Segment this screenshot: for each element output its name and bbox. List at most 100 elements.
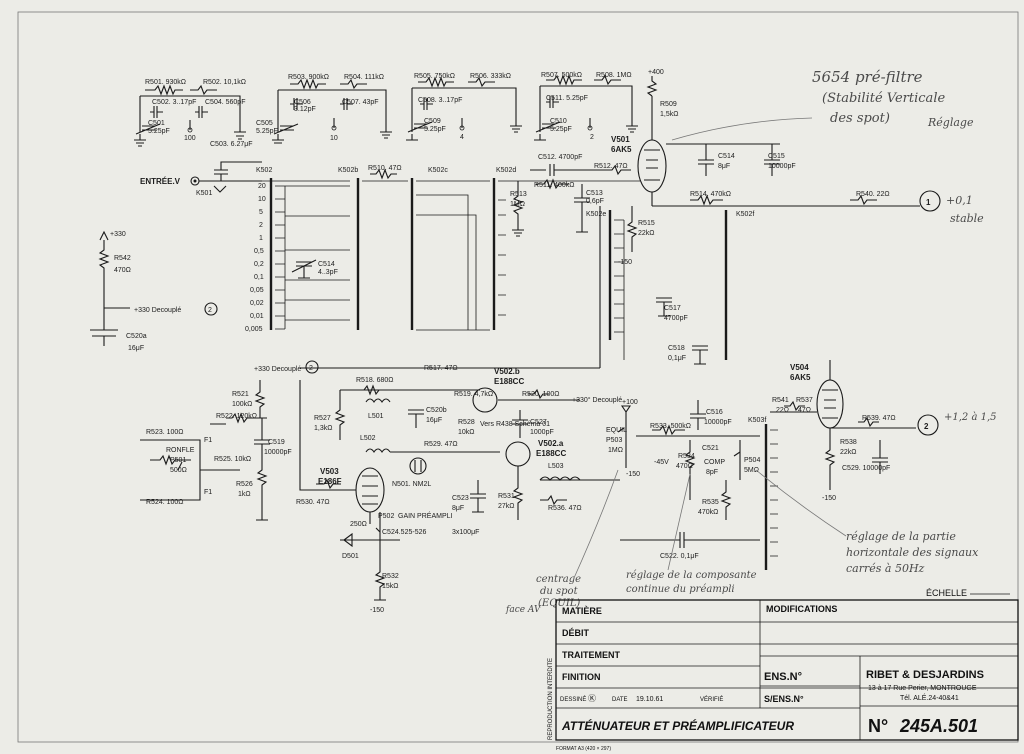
k502d-label: K502d <box>496 167 516 174</box>
r532-value: 15kΩ <box>382 583 399 590</box>
switch-deck-k502d: K502d <box>492 167 640 330</box>
r512-label: R512. 47Ω <box>594 163 628 170</box>
p504-label: P504 <box>744 457 760 464</box>
sw-pos-005: 0,05 <box>250 287 264 294</box>
r531-value: 27kΩ <box>498 503 515 510</box>
drawing-number-label: N° <box>868 716 888 736</box>
c519-label: C519 <box>268 439 285 446</box>
r510-label: R510. 47Ω <box>368 165 402 172</box>
r506-label: R506. 333kΩ <box>470 73 511 80</box>
r521-label: R521 <box>232 391 249 398</box>
r504-label: R504. 111kΩ <box>344 74 384 81</box>
d501-label: D501 <box>342 553 359 560</box>
node-4-label: 4 <box>460 134 464 141</box>
format-label: FORMAT A3 (420 × 297) <box>556 746 611 752</box>
echelle-label: ÉCHELLE <box>926 588 967 598</box>
node-100-label: 100 <box>184 135 196 142</box>
switch-deck-k502b: K502b R510. 47Ω <box>262 165 408 330</box>
c514-trim-value: 4..3pF <box>318 269 338 276</box>
sheet-border <box>17 11 1019 743</box>
sw-pos-0005: 0,005 <box>245 326 263 333</box>
r520-label: R520. 100Ω <box>522 391 560 398</box>
title-block: ÉCHELLE MATIÈRE DÉBIT TRAITEMENT FINITIO… <box>548 588 1019 752</box>
attenuator-cell-2: R503. 900kΩ R504. 111kΩ C506 3.12pF C507… <box>256 74 392 144</box>
r519-label: R519. 4,7kΩ <box>454 391 493 398</box>
p502-value: 250Ω <box>350 521 367 528</box>
v501-type: 6AK5 <box>611 145 632 154</box>
debit-label: DÉBIT <box>562 628 590 638</box>
c502-label: C502. 3..17pF <box>152 99 196 106</box>
note-reglage-partie: réglage de la partie <box>846 530 956 543</box>
v504-type: 6AK5 <box>790 373 811 382</box>
k501-label: K501 <box>196 190 212 197</box>
reproduction-notice: REPRODUCTION INTERDITE <box>548 658 554 740</box>
input-label: ENTRÉE.V <box>140 177 181 186</box>
r522-label: R522. 120kΩ <box>216 413 257 420</box>
plus100-label: +100 <box>622 399 638 406</box>
f1b-label: F1 <box>204 489 212 496</box>
r537-value: 47Ω <box>798 407 811 414</box>
r537-label: R537 <box>796 397 813 404</box>
c517-label: C517 <box>664 305 681 312</box>
c515-value: 10000pF <box>768 163 796 170</box>
c504-label: C504. 560pF <box>205 99 245 106</box>
v502a-label: V502.a <box>538 439 564 448</box>
attenuator-cell-1: R501. 930kΩ R502. 10,1kΩ C502. 3..17pF C… <box>134 79 246 147</box>
decouple-marker: 2 <box>208 307 212 314</box>
p501-label: P501 <box>170 457 186 464</box>
c519-value: 10000pF <box>264 449 292 456</box>
p502-label: P502 <box>378 513 394 520</box>
preamp-section: +330 Decouplé 2 R521 100kΩ R522. 120kΩ R… <box>140 206 622 614</box>
c509-label: C509 <box>424 118 441 125</box>
c514-trim-label: C514 <box>318 261 335 268</box>
c527-label: C527 <box>530 419 547 426</box>
r517-label: R517. 47Ω <box>424 365 458 372</box>
r523-label: R523. 100Ω <box>146 429 184 436</box>
sw-pos-002: 0,02 <box>250 300 264 307</box>
k502c-label: K502c <box>428 167 448 174</box>
c501-label: C501 <box>148 120 165 127</box>
c517-value: 4700pF <box>664 315 688 322</box>
attenuator-cell-3: R505. 750kΩ R506. 333kΩ C508. 3..17pF C5… <box>406 73 522 141</box>
dessine-value: Ⓚ <box>588 694 596 703</box>
r526-label: R526 <box>236 481 253 488</box>
minus150-a: -150 <box>618 259 632 266</box>
r508-label: R508. 1MΩ <box>596 72 632 79</box>
matiere-label: MATIÈRE <box>562 606 602 616</box>
output-2-marker: 2 <box>924 422 929 431</box>
r541-value: 22Ω <box>776 407 789 414</box>
r541-label: R541 <box>772 397 789 404</box>
note-face-av: face AV <box>505 605 542 615</box>
c505-label: C505 <box>256 120 273 127</box>
decouple-b-label: +330 Decouplé <box>254 366 301 373</box>
c506-label: C506 <box>294 99 311 106</box>
sw-pos-001: 0,01 <box>250 313 264 320</box>
c513-value: 0,6pF <box>586 198 604 205</box>
note-continue: continue du préampli <box>626 584 735 595</box>
supply-330: +330 R542 470Ω +330 Decouplé 2 C520a 16μ… <box>90 230 218 352</box>
r540-label: R540. 22Ω <box>856 191 890 198</box>
sw-pos-2: 2 <box>259 222 263 229</box>
r515-label: R515 <box>638 220 655 227</box>
r515-value: 22kΩ <box>638 230 655 237</box>
node-10-label: 10 <box>330 135 338 142</box>
l501-label: L501 <box>368 413 384 420</box>
r502-label: R502. 10,1kΩ <box>203 79 246 86</box>
c510-label: C510 <box>550 118 567 125</box>
v502b-type: E188CC <box>494 377 524 386</box>
v504-label: V504 <box>790 363 809 372</box>
c529-label: C529. 10000pF <box>842 465 890 472</box>
note-spot: des spot) <box>830 111 890 126</box>
l503-label: L503 <box>548 463 564 470</box>
f1a-label: F1 <box>204 437 212 444</box>
v502a-type: E188CC <box>536 449 566 458</box>
r503-label: R503. 900kΩ <box>288 74 329 81</box>
r524-label: R524. 100Ω <box>146 499 184 506</box>
r521-value: 100kΩ <box>232 401 252 408</box>
r525-label: R525. 10kΩ <box>214 456 251 463</box>
sw-pos-1: 1 <box>259 235 263 242</box>
c520b-value: 16μF <box>426 417 442 424</box>
c505-value: 5.25pF <box>256 128 278 135</box>
r513-label: R513 <box>510 191 527 198</box>
